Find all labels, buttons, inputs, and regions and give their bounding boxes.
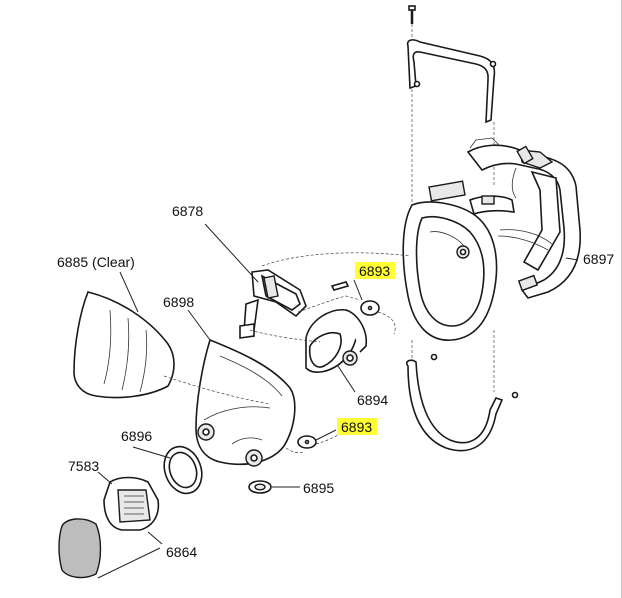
visor-lens-6898 [195,338,296,467]
label-6895: 6895 [303,480,334,496]
label-7583: 7583 [68,458,99,474]
label-6864: 6864 [166,544,197,560]
washer-6895 [248,480,272,494]
gasket-6893-bottom [297,435,317,449]
highlight-6893-top [355,262,395,279]
highlight-6893-bottom [337,418,377,435]
label-6893-bottom: 6893 [341,419,372,435]
valve-port-6894 [305,309,368,373]
filter-adapter-7583 [103,476,160,531]
lens-cover-6885 [73,291,175,399]
lower-strap [405,359,504,452]
filter-pad-6864 [58,518,102,579]
label-6894: 6894 [357,392,388,408]
top-strap [406,39,496,124]
label-6898: 6898 [163,294,194,310]
nose-cup-6878 [239,269,307,339]
label-6897: 6897 [583,251,614,267]
label-6885-clear: 6885 (Clear) [57,254,135,270]
leader-lines [97,223,579,579]
gasket-6893-top [330,281,380,316]
head-harness-6897 [402,5,581,452]
label-6893-top: 6893 [359,263,390,279]
label-6878: 6878 [172,203,203,219]
label-6896: 6896 [121,428,152,444]
top-screw [408,5,416,24]
gasket-ring-6896 [163,445,203,495]
